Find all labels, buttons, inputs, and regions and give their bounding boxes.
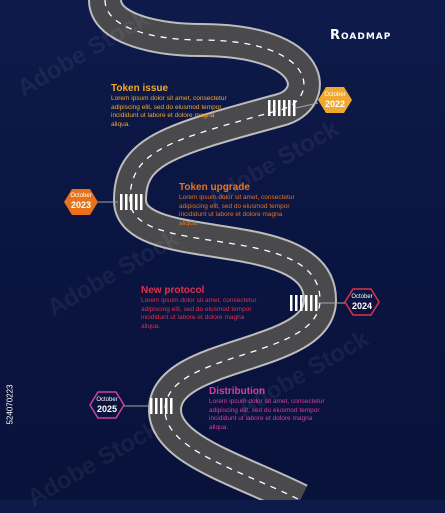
- milestone-hexagon: [64, 189, 98, 215]
- milestone-title: Token upgrade: [179, 182, 250, 193]
- milestone-year: 2024: [351, 301, 373, 311]
- milestone-month: October: [324, 92, 346, 98]
- milestone-body: Lorem ipsum dolor sit amet, consectetur …: [141, 297, 257, 330]
- milestone-hexagon: [89, 391, 125, 419]
- milestone-hexagon: [344, 288, 380, 316]
- milestone-title: Distribution: [209, 386, 266, 397]
- milestone-month: October: [96, 397, 118, 403]
- milestone-hexagon: [318, 87, 352, 113]
- milestone-body: Lorem ipsum dolor sit amet, consectetur …: [111, 95, 227, 128]
- road-diagram: [64, 0, 380, 500]
- milestone-month: October: [70, 193, 92, 199]
- stock-id: 524070223: [5, 384, 15, 425]
- milestone-body: Lorem ipsum dolor sit amet, consectetur …: [209, 398, 325, 431]
- crosswalk: [120, 194, 143, 210]
- milestone-year: 2022: [324, 99, 346, 109]
- milestone-year: 2025: [96, 404, 118, 414]
- crosswalk: [150, 398, 173, 414]
- page-title: Roadmap: [330, 28, 392, 43]
- milestone-title: Token issue: [111, 83, 169, 94]
- crosswalk: [268, 100, 296, 116]
- crosswalk: [290, 295, 318, 311]
- milestone-month: October: [351, 294, 373, 300]
- milestone-title: New protocol: [141, 285, 205, 296]
- milestone-body: Lorem ipsum dolor sit amet, consectetur …: [179, 194, 295, 227]
- connector-line: [295, 102, 319, 109]
- milestone-year: 2023: [70, 200, 92, 210]
